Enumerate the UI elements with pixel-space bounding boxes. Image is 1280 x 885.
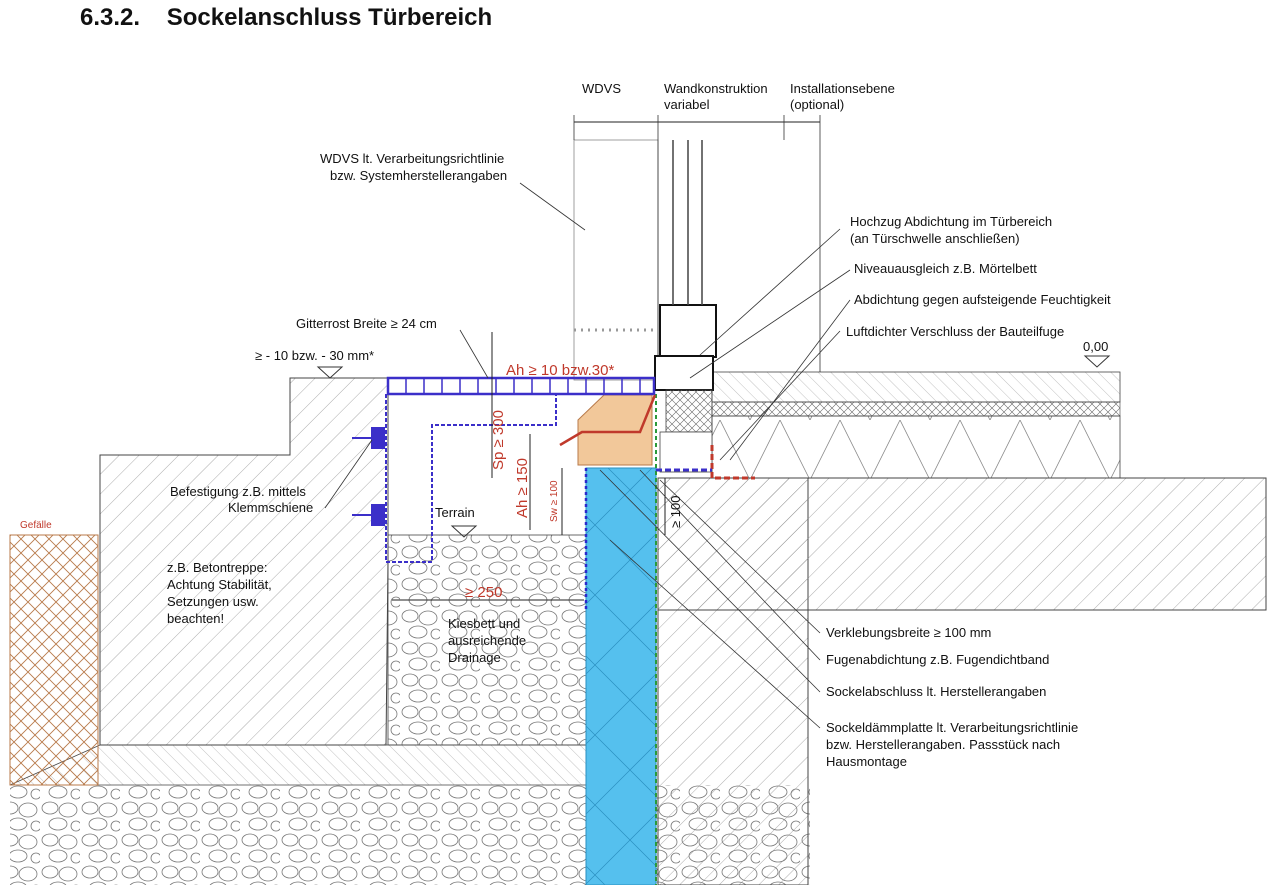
beton-4: beachten!	[167, 611, 224, 626]
header-wand-2: variabel	[664, 97, 710, 112]
level-symbol-right	[1083, 355, 1111, 368]
hochzug-2: (an Türschwelle anschließen)	[850, 231, 1020, 246]
fugen-label: Fugenabdichtung z.B. Fugendichtband	[826, 652, 1049, 667]
luftdicht-label: Luftdichter Verschluss der Bauteilfuge	[846, 324, 1064, 339]
floor-slab	[657, 477, 1267, 611]
gefaelle-label: Gefälle	[20, 520, 52, 531]
screed-layer	[711, 371, 1121, 403]
hochzug-1: Hochzug Abdichtung im Türbereich	[850, 214, 1052, 229]
beton-3: Setzungen usw.	[167, 594, 259, 609]
kies-2: ausreichende	[448, 633, 526, 648]
sockel-3: Hausmontage	[826, 754, 907, 769]
dim-ah-150: Ah ≥ 150	[514, 458, 531, 518]
verklebung-label: Verklebungsbreite ≥ 100 mm	[826, 625, 991, 640]
level-symbol-terrain	[450, 525, 478, 538]
grating-support	[385, 394, 557, 563]
header-wand-1: Wandkonstruktion	[664, 81, 768, 96]
wdvs-rule-1: WDVS lt. Verarbeitungsrichtlinie	[320, 151, 504, 166]
befestigung-1: Befestigung z.B. mittels	[170, 484, 306, 499]
terrain-label: Terrain	[435, 505, 475, 520]
seal-line	[559, 394, 657, 447]
header-inst-1: Installationsebene	[790, 81, 895, 96]
clamp-bolts	[352, 427, 385, 526]
floor-insulation	[711, 415, 1121, 479]
kies-3: Drainage	[448, 650, 501, 665]
page-title: 6.3.2. Sockelanschluss Türbereich	[80, 4, 493, 31]
gitterrost-label: Gitterrost Breite ≥ 24 cm	[296, 316, 437, 331]
terrain-edge	[9, 534, 99, 786]
header-wdvs: WDVS	[582, 81, 621, 96]
header-inst-2: (optional)	[790, 97, 844, 112]
niveau-label: Niveauausgleich z.B. Mörtelbett	[854, 261, 1037, 276]
mortar-bed	[577, 394, 653, 466]
dim-ah-top: Ah ≥ 10 bzw.30*	[506, 362, 614, 379]
base-insulation-pattern	[586, 468, 656, 885]
dim-sw: Sw ≥ 100	[549, 480, 560, 522]
befestigung-2: Klemmschiene	[228, 500, 313, 515]
level-zero: 0,00	[1083, 339, 1108, 354]
beton-1: z.B. Betontreppe:	[167, 560, 267, 575]
kies-1: Kiesbett und	[448, 616, 520, 631]
abdichtung-label: Abdichtung gegen aufsteigende Feuchtigke…	[854, 292, 1111, 307]
door-frame	[659, 304, 717, 358]
gefaelle-level: ≥ - 10 bzw. - 30 mm*	[255, 348, 374, 363]
dim-100: ≥ 100	[668, 496, 683, 528]
dim-sp: Sp ≥ 300	[490, 410, 507, 470]
dim-250: ≥ 250	[465, 584, 502, 601]
wdvs-rule-2: bzw. Systemherstellerangaben	[330, 168, 507, 183]
grating	[386, 376, 656, 396]
gravel-drainage	[387, 534, 587, 746]
level-symbol-left	[316, 366, 344, 379]
sockel-1: Sockeldämmplatte lt. Verarbeitungsrichtl…	[826, 720, 1078, 735]
sockelabschluss-label: Sockelabschluss lt. Herstellerangaben	[826, 684, 1046, 699]
wdvs-column	[573, 139, 659, 381]
sockel-2: bzw. Herstellerangaben. Passstück nach	[826, 737, 1060, 752]
beton-2: Achtung Stabilität,	[167, 577, 272, 592]
separation-layer	[711, 401, 1121, 417]
